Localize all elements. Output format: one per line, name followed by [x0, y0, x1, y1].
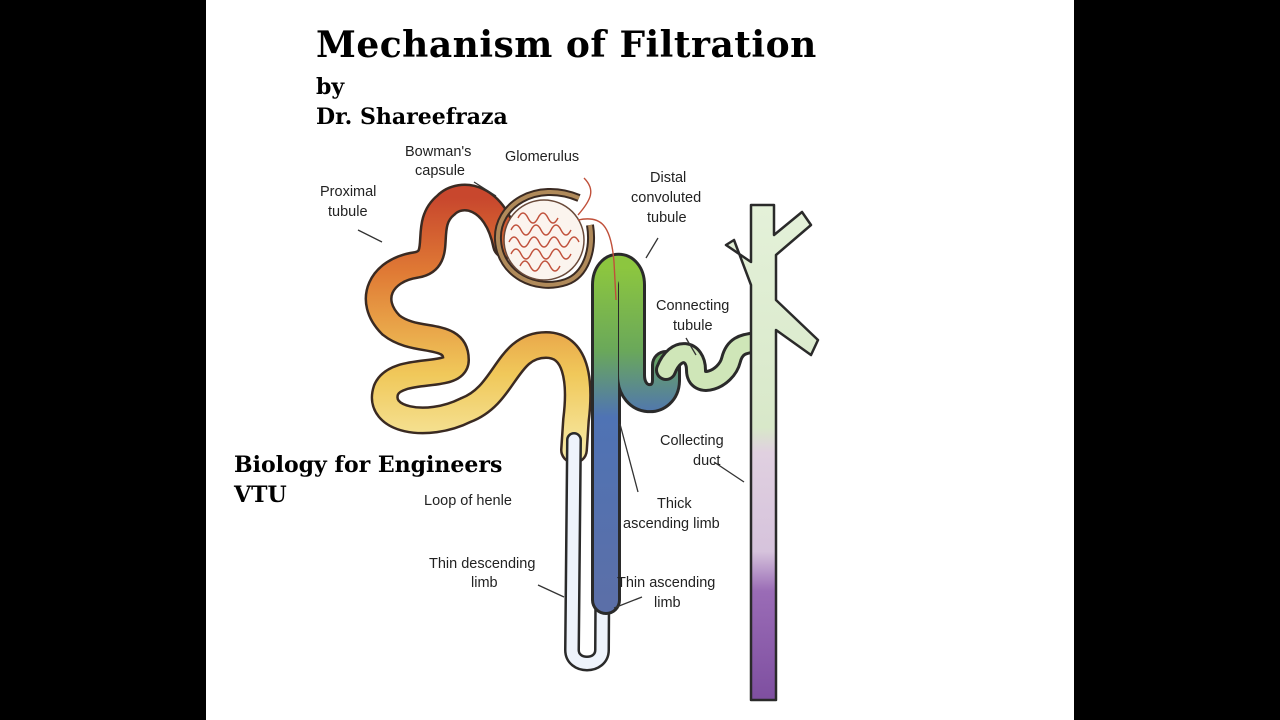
- thin-descending-limb: [563, 292, 612, 672]
- byline: by: [316, 74, 345, 100]
- label-proximal-tubule-line1: Proximal: [320, 184, 376, 200]
- label-glomerulus: Glomerulus: [505, 149, 579, 165]
- leader-lines: [357, 181, 745, 609]
- label-distal-tubule-line2: convoluted: [631, 190, 701, 206]
- author-name: Dr. Shareefraza: [316, 104, 508, 130]
- slide: Mechanism of Filtration by Dr. Shareefra…: [206, 0, 1074, 720]
- label-thick-ascending-limb-line2: ascending limb: [623, 516, 720, 532]
- label-connecting-tubule-line1: Connecting: [656, 298, 729, 314]
- label-thin-ascending-limb-line2: limb: [654, 595, 681, 611]
- label-proximal-tubule-line2: tubule: [328, 204, 368, 220]
- label-thin-descending-limb-line2: limb: [471, 575, 498, 591]
- glomerulus: [508, 177, 617, 301]
- thick-ascending-limb: [591, 252, 681, 615]
- label-thin-descending-limb-line1: Thin descending: [429, 556, 535, 572]
- label-collecting-duct-line1: Collecting: [660, 433, 724, 449]
- course-name: Biology for Engineers: [234, 452, 503, 478]
- label-thin-ascending-limb-line1: Thin ascending: [617, 575, 715, 591]
- bowmans-capsule: [493, 188, 595, 289]
- labels: Bowman's capsule Glomerulus Proximal tub…: [320, 144, 729, 611]
- label-bowmans-capsule-line2: capsule: [415, 163, 465, 179]
- university-name: VTU: [234, 482, 287, 508]
- label-bowmans-capsule-line1: Bowman's: [405, 144, 471, 160]
- slide-title: Mechanism of Filtration: [316, 24, 817, 66]
- label-distal-tubule-line3: tubule: [647, 210, 687, 226]
- collecting-duct: [724, 203, 820, 702]
- nephron-diagram: Bowman's capsule Glomerulus Proximal tub…: [320, 144, 820, 702]
- proximal-tubule: [364, 183, 592, 464]
- label-connecting-tubule-line2: tubule: [673, 318, 713, 334]
- connecting-tubule: [655, 329, 775, 392]
- label-distal-tubule-line1: Distal: [650, 170, 686, 186]
- label-thick-ascending-limb-line1: Thick: [657, 496, 692, 512]
- label-collecting-duct-line2: duct: [693, 453, 720, 469]
- label-loop-of-henle: Loop of henle: [424, 493, 512, 509]
